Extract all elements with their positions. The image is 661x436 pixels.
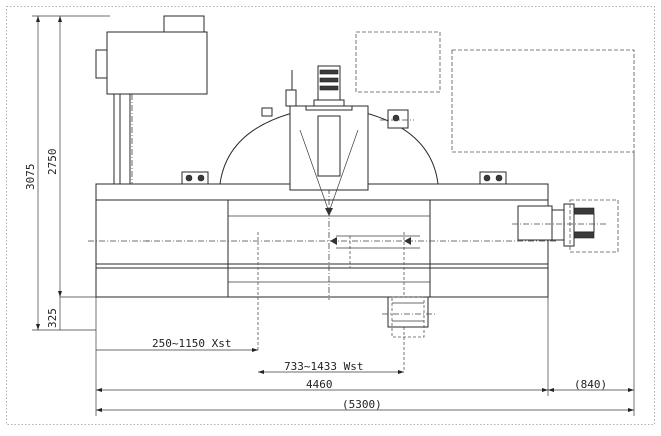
right-bracket <box>380 109 414 129</box>
dim-label-4460: 4460 <box>306 378 333 391</box>
dim-total-height <box>32 15 110 331</box>
dim-label-3075: 3075 <box>24 164 37 191</box>
dim-label-840: (840) <box>574 378 607 391</box>
drawing-border <box>6 6 655 425</box>
dim-label-325: 325 <box>46 308 59 328</box>
top-motor <box>305 65 353 111</box>
dome-cover <box>219 70 439 216</box>
clamp-right <box>479 171 507 185</box>
side-motor-assembly <box>512 199 619 253</box>
control-box-large <box>451 49 635 153</box>
bottom-unit <box>382 296 436 338</box>
dim-x-stroke <box>95 297 258 416</box>
dim-label-x-stroke: 250~1150 Xst <box>152 337 231 350</box>
dim-body-width <box>96 297 549 396</box>
control-box-small <box>355 31 441 93</box>
dim-overall-width <box>96 408 634 412</box>
dim-label-2750: 2750 <box>46 149 59 176</box>
dim-label-w-stroke: 733~1433 Wst <box>284 360 363 373</box>
dim-base-height <box>59 296 96 330</box>
dim-label-5300: (5300) <box>342 398 382 411</box>
dim-extension <box>548 152 635 416</box>
dim-w-stroke <box>258 370 404 374</box>
machine-base <box>88 100 556 372</box>
left-column-unit <box>95 15 208 185</box>
dim-upper-height <box>58 16 62 297</box>
clamp-left <box>181 171 209 185</box>
